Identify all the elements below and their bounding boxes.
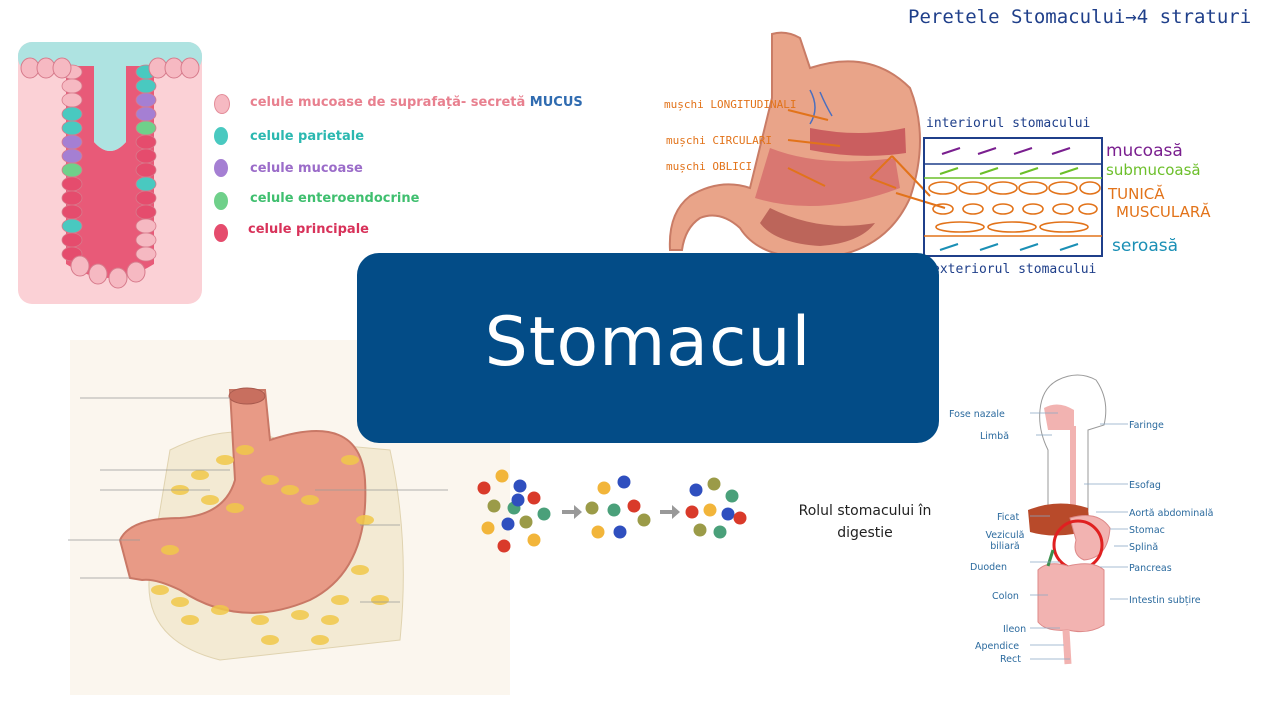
label-intestin: Intestin subțire [1129, 595, 1201, 606]
enteroendocrine-cell-icon [214, 192, 228, 210]
layer-serosa: seroasă [1112, 236, 1179, 256]
label-apendice: Apendice [975, 641, 1020, 652]
page-title: Stomacul [484, 303, 812, 382]
legend-surface-mucous: celule mucoase de suprafață- secretă MUC… [250, 95, 583, 110]
label-pancreas: Pancreas [1129, 563, 1172, 574]
molecule-digestion-illustration [477, 469, 747, 553]
gastric-pit-diagram [18, 42, 202, 304]
layer-muscularis: MUSCULARĂ [1116, 203, 1211, 221]
legend-mucous: celule mucoase [250, 161, 363, 176]
digestion-caption: Rolul stomacului în digestie [798, 503, 932, 541]
legend-mucus-emph: MUCUS [529, 95, 583, 110]
legend-surface-mucous-text: celule mucoase de suprafață- secretă [250, 95, 530, 110]
parietal-cell-icon [214, 127, 228, 145]
label-stomac: Stomac [1129, 525, 1165, 536]
label-faringe: Faringe [1129, 420, 1164, 431]
label-splina: Splină [1129, 542, 1159, 553]
legend-enteroendocrine: celule enteroendocrine [250, 191, 420, 206]
legend-parietal: celule parietale [250, 129, 365, 144]
muscle-label-longitudinal: mușchi LONGITUDINALI [664, 98, 797, 111]
gastric-pit-illustration [18, 42, 202, 289]
digestive-system-illustration [1028, 374, 1111, 665]
label-limba: Limbă [980, 431, 1010, 442]
label-aorta: Aortă abdominală [1129, 508, 1214, 519]
label-ficat: Ficat [997, 512, 1020, 523]
layer-mucosa: mucoasă [1106, 141, 1183, 161]
muscle-label-circular: mușchi CIRCULARI [666, 134, 772, 147]
layer-tunica: TUNICĂ [1108, 185, 1165, 203]
anatomy-leader-lines [1030, 412, 1128, 660]
label-ileon: Ileon [1003, 624, 1027, 635]
label-duoden: Duoden [970, 562, 1008, 573]
label-fose-nazale: Fose nazale [949, 409, 1005, 420]
label-rect: Rect [1000, 654, 1021, 665]
wall-heading: Peretele Stomacului→4 straturi [908, 6, 1252, 28]
legend-chief: celule principale [248, 222, 369, 237]
stomach-wall-illustration [668, 31, 1103, 260]
wall-exterior-label: exteriorul stomacului [932, 262, 1097, 277]
layer-submucosa: submucoasă [1106, 161, 1201, 179]
label-esofag: Esofag [1129, 480, 1161, 491]
muscle-label-oblique: mușchi OBLICI [666, 160, 753, 173]
mucous-surface-cell-icon [214, 94, 230, 114]
label-vezicula: Veziculă biliară [985, 530, 1025, 552]
wall-interior-label: interiorul stomacului [926, 116, 1091, 131]
mucous-neck-cell-icon [214, 159, 228, 177]
chief-cell-icon [214, 224, 228, 242]
title-banner: Stomacul [357, 253, 939, 443]
label-colon: Colon [992, 591, 1019, 602]
